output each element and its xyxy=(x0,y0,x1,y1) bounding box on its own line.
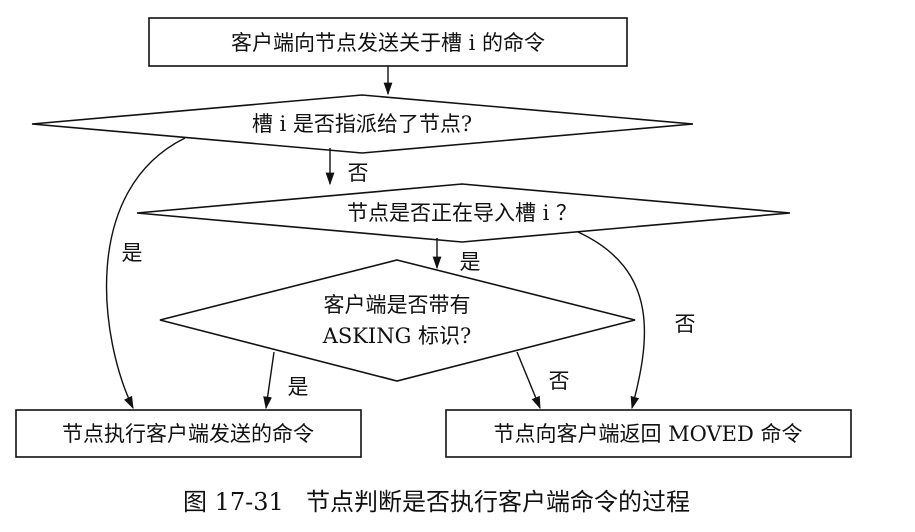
start-node-label: 客户端向节点发送关于槽 i 的命令 xyxy=(231,31,545,55)
decision-importing-slot-label: 节点是否正在导入槽 i ？ xyxy=(347,201,577,225)
edge-asking-yes-to-execute xyxy=(263,351,275,410)
result-execute-command: 节点执行客户端发送的命令 xyxy=(15,409,362,458)
edge-label-importing-no: 否 xyxy=(675,312,696,336)
figure-number: 图 17-31 xyxy=(183,488,284,516)
figure-caption-text: 节点判断是否执行客户端命令的过程 xyxy=(306,488,690,516)
decision-asking-flag-line2: ASKING 标识? xyxy=(322,324,472,348)
edge-assigned-yes-to-execute xyxy=(105,137,186,410)
edge-label-asking-yes: 是 xyxy=(288,375,309,399)
decision-asking-flag-line1: 客户端是否带有 xyxy=(324,293,471,317)
edge-label-assigned-yes: 是 xyxy=(122,241,143,265)
result-execute-command-label: 节点执行客户端发送的命令 xyxy=(62,422,314,446)
edge-importing-no-to-moved xyxy=(577,231,646,410)
decision-slot-assigned-label: 槽 i 是否指派给了节点? xyxy=(252,112,472,136)
result-return-moved: 节点向客户端返回 MOVED 命令 xyxy=(445,409,852,458)
decision-asking-flag: 客户端是否带有 ASKING 标识? xyxy=(159,259,636,382)
edge-label-asking-no: 否 xyxy=(549,369,570,393)
edge-asking-no-to-moved xyxy=(516,351,541,410)
edge-label-importing-yes: 是 xyxy=(460,250,481,274)
decision-importing-slot: 节点是否正在导入槽 i ？ xyxy=(136,183,791,243)
decision-slot-assigned: 槽 i 是否指派给了节点? xyxy=(31,94,694,154)
result-return-moved-label: 节点向客户端返回 MOVED 命令 xyxy=(493,422,802,446)
edge-label-assigned-no: 否 xyxy=(348,161,369,185)
figure-caption: 图 17-31 节点判断是否执行客户端命令的过程 xyxy=(183,488,690,516)
start-node: 客户端向节点发送关于槽 i 的命令 xyxy=(148,17,628,67)
